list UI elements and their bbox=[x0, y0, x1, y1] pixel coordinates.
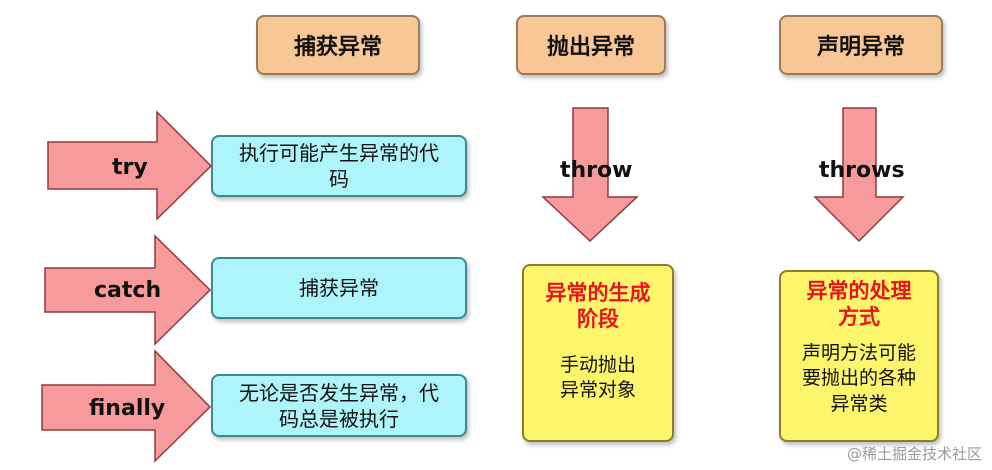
watermark: @稀土掘金技术社区 bbox=[846, 445, 982, 463]
throws-keyword: throws bbox=[819, 158, 905, 183]
catch-keyword: catch bbox=[94, 278, 162, 303]
header-catch-exception-label: 捕获异常 bbox=[293, 35, 382, 60]
finally-keyword: finally bbox=[89, 396, 166, 421]
header-throw-exception: 抛出异常 bbox=[516, 15, 666, 75]
header-throw-exception-label: 抛出异常 bbox=[546, 35, 635, 60]
throw-arrow bbox=[541, 107, 639, 243]
try-description: 执行可能产生异常的代码 bbox=[239, 141, 439, 191]
header-declare-exception: 声明异常 bbox=[779, 15, 943, 75]
finally-description-box: 无论是否发生异常，代码总是被执行 bbox=[211, 374, 467, 437]
catch-description-box: 捕获异常 bbox=[211, 257, 467, 319]
throw-note-box: 异常的生成阶段 手动抛出异常对象 bbox=[522, 264, 674, 442]
header-declare-exception-label: 声明异常 bbox=[816, 35, 905, 60]
try-description-box: 执行可能产生异常的代码 bbox=[211, 135, 467, 197]
try-keyword: try bbox=[112, 155, 148, 180]
throws-note-title: 异常的处理方式 bbox=[806, 279, 912, 330]
header-catch-exception: 捕获异常 bbox=[256, 15, 420, 75]
try-arrow bbox=[47, 110, 213, 221]
catch-arrow bbox=[44, 234, 212, 346]
finally-description: 无论是否发生异常，代码总是被执行 bbox=[239, 380, 439, 431]
throws-note-box: 异常的处理方式 声明方法可能要抛出的各种异常类 bbox=[779, 270, 939, 442]
throw-note-title: 异常的生成阶段 bbox=[545, 281, 651, 332]
throw-note-body: 手动抛出异常对象 bbox=[559, 353, 636, 402]
throws-arrow bbox=[813, 107, 905, 243]
throw-keyword: throw bbox=[560, 158, 633, 183]
finally-arrow bbox=[41, 349, 212, 463]
catch-description: 捕获异常 bbox=[299, 276, 379, 300]
throws-note-body: 声明方法可能要抛出的各种异常类 bbox=[801, 341, 916, 415]
